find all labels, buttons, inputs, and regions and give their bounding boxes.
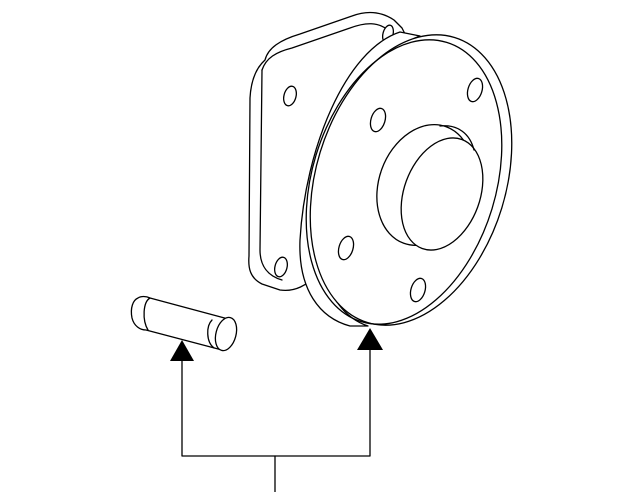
flange-hole-top-left bbox=[283, 85, 297, 107]
flange-hole-bottom-left bbox=[274, 256, 288, 278]
hub-center-pilot bbox=[376, 124, 484, 251]
stud-hole-bottom bbox=[409, 277, 427, 303]
stud-hole-top bbox=[466, 77, 484, 103]
callout-bracket bbox=[170, 328, 383, 492]
hub-face bbox=[305, 34, 513, 326]
arrow-stud bbox=[170, 340, 194, 361]
arrow-hub bbox=[357, 328, 383, 350]
stud-hole-upper-left bbox=[369, 107, 387, 133]
stud-hole-lower-left bbox=[337, 235, 355, 261]
hub-bolt-stud bbox=[130, 295, 238, 352]
